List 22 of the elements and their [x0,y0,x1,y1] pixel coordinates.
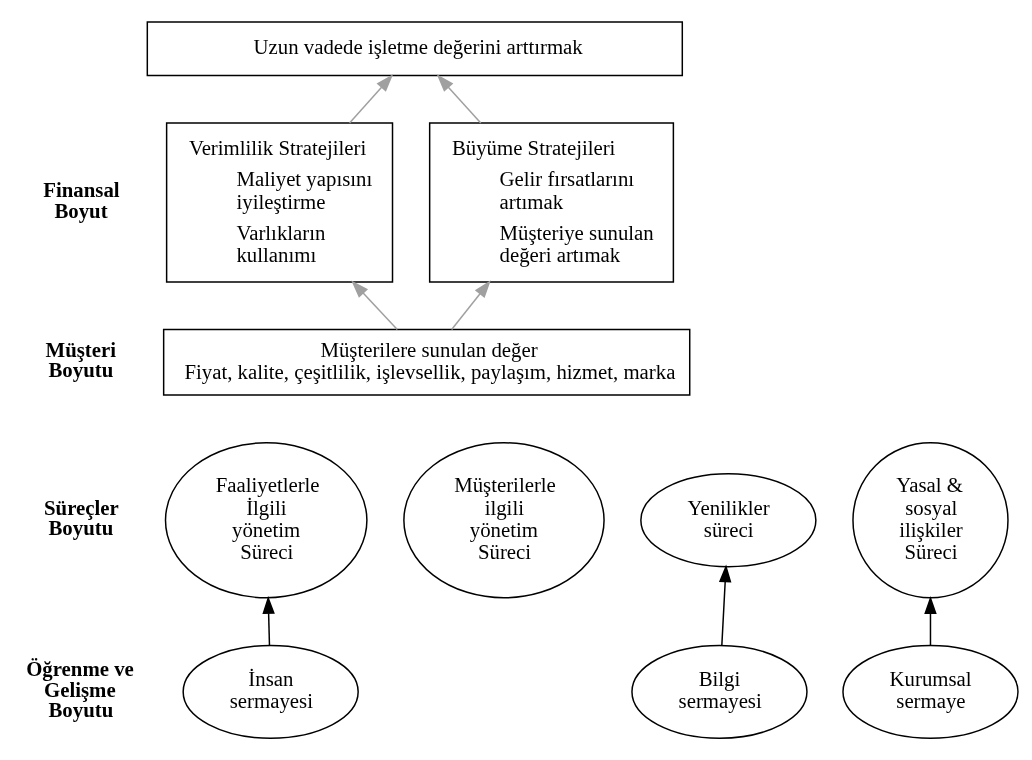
node-ellipse: Yenilikler süreci [640,473,817,568]
node-box: Büyüme Stratejileri Gelir fırsatlarını artımak Müşteriye sunulan değeri artımak [428,122,675,283]
label: Öğrenme ve Gelişme Boyutu [26,656,134,722]
arrow [718,564,732,647]
arrow [924,596,937,646]
node-box: Müşterilere sunulan değer Fiyat, kalite, çeşitlilik, işlevsellik, paylaşım, hizmet, marka [162,328,691,396]
arrow [436,74,482,124]
arrow [351,280,398,331]
arrow [450,280,491,331]
node-ellipse: Faaliyetlerle İlgili yönetim Süreci [164,442,368,599]
node-ellipse: Müşterilerle ilgili yönetim Süreci [403,442,605,599]
arrow [262,596,275,646]
node-ellipse: İnsan sermayesi [182,644,359,739]
node-circle: Yasal & sosyal ilişkiler Süreci [852,442,1009,599]
node-box: Uzun vadede işletme değerini arttırmak [146,21,684,77]
node-box: Verimlilik Stratejileri Maliyet yapısını iyileştirme Varlıkların kullanımı [165,122,394,283]
label: Müşteri Boyutu [45,337,116,382]
label: Süreçler Boyutu [44,495,119,540]
arrow [348,74,394,124]
node-ellipse: Bilgi sermayesi [631,644,808,739]
label: Finansal Boyut [43,177,120,222]
node-ellipse: Kurumsal sermaye [842,644,1019,739]
